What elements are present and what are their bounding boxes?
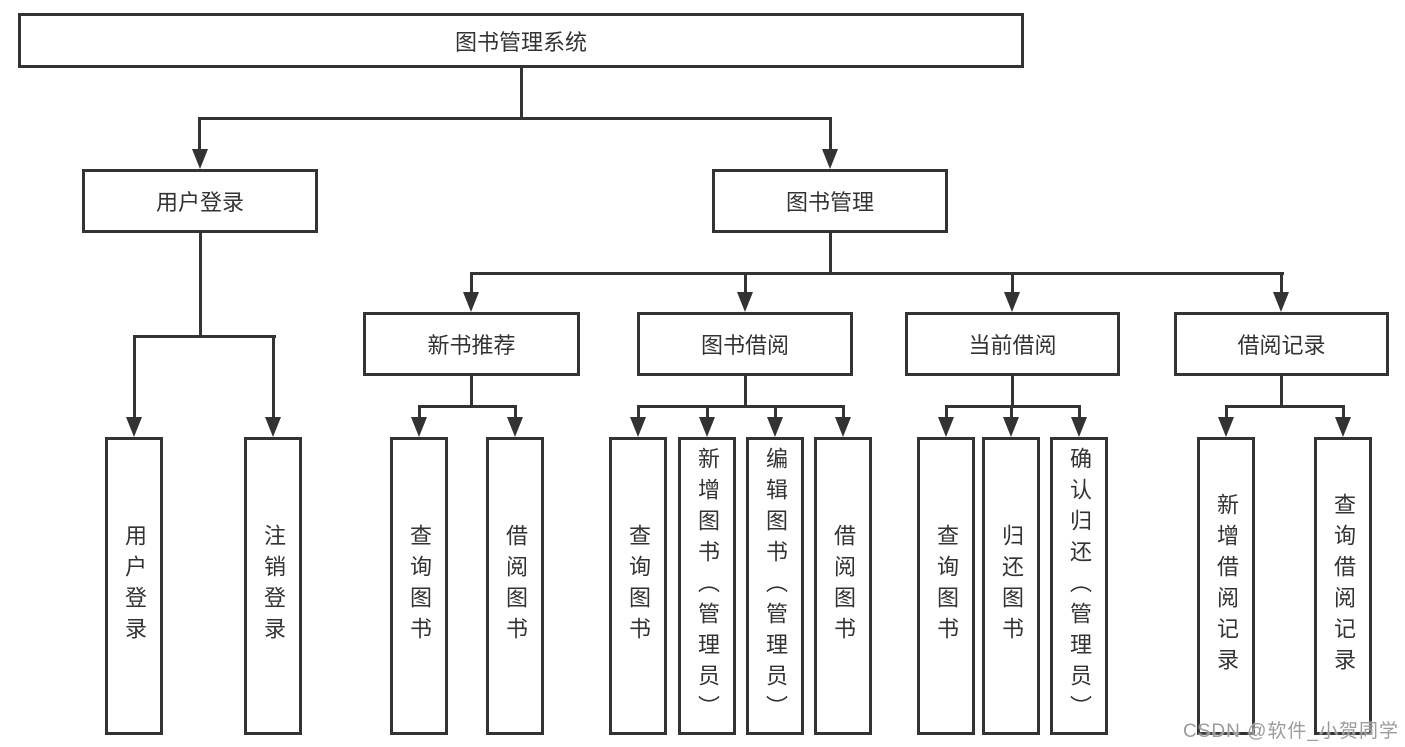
connector xyxy=(514,405,517,419)
connector xyxy=(1011,272,1014,295)
arrow-down-icon xyxy=(1335,417,1351,437)
csdn-watermark: CSDN @软件_小贺同学 xyxy=(1183,721,1399,742)
connector xyxy=(744,272,747,295)
connector xyxy=(470,376,473,407)
node-book-management-label: 图书管理 xyxy=(785,190,874,215)
leaf-bb-edit-books-admin-label: 编辑图书（管理员） xyxy=(763,446,788,726)
arrow-down-icon xyxy=(1003,417,1019,437)
connector xyxy=(198,117,832,120)
arrow-down-icon xyxy=(1004,292,1020,312)
leaf-br-query-record-label: 查询借阅记录 xyxy=(1331,493,1356,679)
arrow-down-icon xyxy=(1273,292,1289,312)
node-root: 图书管理系统 xyxy=(18,13,1024,68)
connector xyxy=(470,272,1284,275)
arrow-down-icon xyxy=(767,417,783,437)
connector xyxy=(945,405,948,419)
node-user-login: 用户登录 xyxy=(82,169,318,233)
leaf-user-login: 用户登录 xyxy=(105,437,163,735)
leaf-cb-confirm-return-admin: 确认归还（管理员） xyxy=(1050,437,1108,735)
leaf-cb-return-books: 归还图书 xyxy=(982,437,1040,735)
leaf-nbr-query-books: 查询图书 xyxy=(390,437,448,735)
connector xyxy=(1225,405,1228,419)
connector xyxy=(418,405,517,408)
arrow-down-icon xyxy=(1218,417,1234,437)
connector xyxy=(418,405,421,419)
leaf-nbr-borrow-books-label: 借阅图书 xyxy=(503,524,528,648)
connector xyxy=(520,67,523,119)
arrow-down-icon xyxy=(938,417,954,437)
connector xyxy=(272,335,275,419)
connector xyxy=(774,405,777,419)
arrow-down-icon xyxy=(699,417,715,437)
arrow-down-icon xyxy=(126,417,142,437)
connector xyxy=(637,405,845,408)
node-new-book-recommend: 新书推荐 xyxy=(363,312,580,376)
arrow-down-icon xyxy=(1071,417,1087,437)
connector xyxy=(637,405,640,419)
connector xyxy=(1225,405,1345,408)
leaf-cb-return-books-label: 归还图书 xyxy=(999,524,1024,648)
node-new-book-recommend-label: 新书推荐 xyxy=(427,333,516,358)
node-book-borrowing: 图书借阅 xyxy=(637,312,853,376)
connector xyxy=(1280,272,1283,295)
leaf-cb-query-books-label: 查询图书 xyxy=(934,524,959,648)
connector xyxy=(1078,405,1081,419)
leaf-bb-query-books: 查询图书 xyxy=(609,437,667,735)
connector xyxy=(744,376,747,407)
arrow-down-icon xyxy=(822,149,838,169)
connector xyxy=(198,117,201,151)
connector xyxy=(945,405,1081,408)
connector xyxy=(842,405,845,419)
leaf-bb-borrow-books-label: 借阅图书 xyxy=(831,524,856,648)
leaf-bb-add-books-admin: 新增图书（管理员） xyxy=(678,437,736,735)
connector xyxy=(829,233,832,274)
arrow-down-icon xyxy=(835,417,851,437)
connector xyxy=(1280,376,1283,407)
leaf-br-query-record: 查询借阅记录 xyxy=(1314,437,1372,735)
leaf-logout: 注销登录 xyxy=(244,437,302,735)
connector xyxy=(1342,405,1345,419)
leaf-br-add-record-label: 新增借阅记录 xyxy=(1214,493,1239,679)
leaf-bb-query-books-label: 查询图书 xyxy=(626,524,651,648)
connector xyxy=(133,335,136,419)
connector xyxy=(1011,376,1014,407)
leaf-br-add-record: 新增借阅记录 xyxy=(1197,437,1255,735)
node-borrowing-records: 借阅记录 xyxy=(1174,312,1389,376)
node-book-borrowing-label: 图书借阅 xyxy=(700,333,789,358)
node-current-borrowing-label: 当前借阅 xyxy=(968,333,1057,358)
node-book-management: 图书管理 xyxy=(712,169,948,233)
leaf-user-login-label: 用户登录 xyxy=(122,524,147,648)
node-root-label: 图书管理系统 xyxy=(454,29,587,55)
leaf-bb-borrow-books: 借阅图书 xyxy=(814,437,872,735)
arrow-down-icon xyxy=(192,149,208,169)
arrow-down-icon xyxy=(463,292,479,312)
connector xyxy=(829,117,832,151)
leaf-nbr-query-books-label: 查询图书 xyxy=(407,524,432,648)
leaf-cb-query-books: 查询图书 xyxy=(917,437,975,735)
node-borrowing-records-label: 借阅记录 xyxy=(1237,333,1326,358)
arrow-down-icon xyxy=(630,417,646,437)
leaf-nbr-borrow-books: 借阅图书 xyxy=(486,437,544,735)
node-current-borrowing: 当前借阅 xyxy=(905,312,1120,376)
leaf-logout-label: 注销登录 xyxy=(261,524,286,648)
arrow-down-icon xyxy=(507,417,523,437)
leaf-bb-edit-books-admin: 编辑图书（管理员） xyxy=(746,437,804,735)
connector xyxy=(706,405,709,419)
connector xyxy=(1010,405,1013,419)
node-user-login-label: 用户登录 xyxy=(155,190,244,215)
arrow-down-icon xyxy=(411,417,427,437)
connector xyxy=(199,233,202,337)
leaf-cb-confirm-return-admin-label: 确认归还（管理员） xyxy=(1067,446,1092,726)
arrow-down-icon xyxy=(265,417,281,437)
leaf-bb-add-books-admin-label: 新增图书（管理员） xyxy=(695,446,720,726)
connector xyxy=(133,335,276,338)
connector xyxy=(470,272,473,295)
arrow-down-icon xyxy=(737,292,753,312)
